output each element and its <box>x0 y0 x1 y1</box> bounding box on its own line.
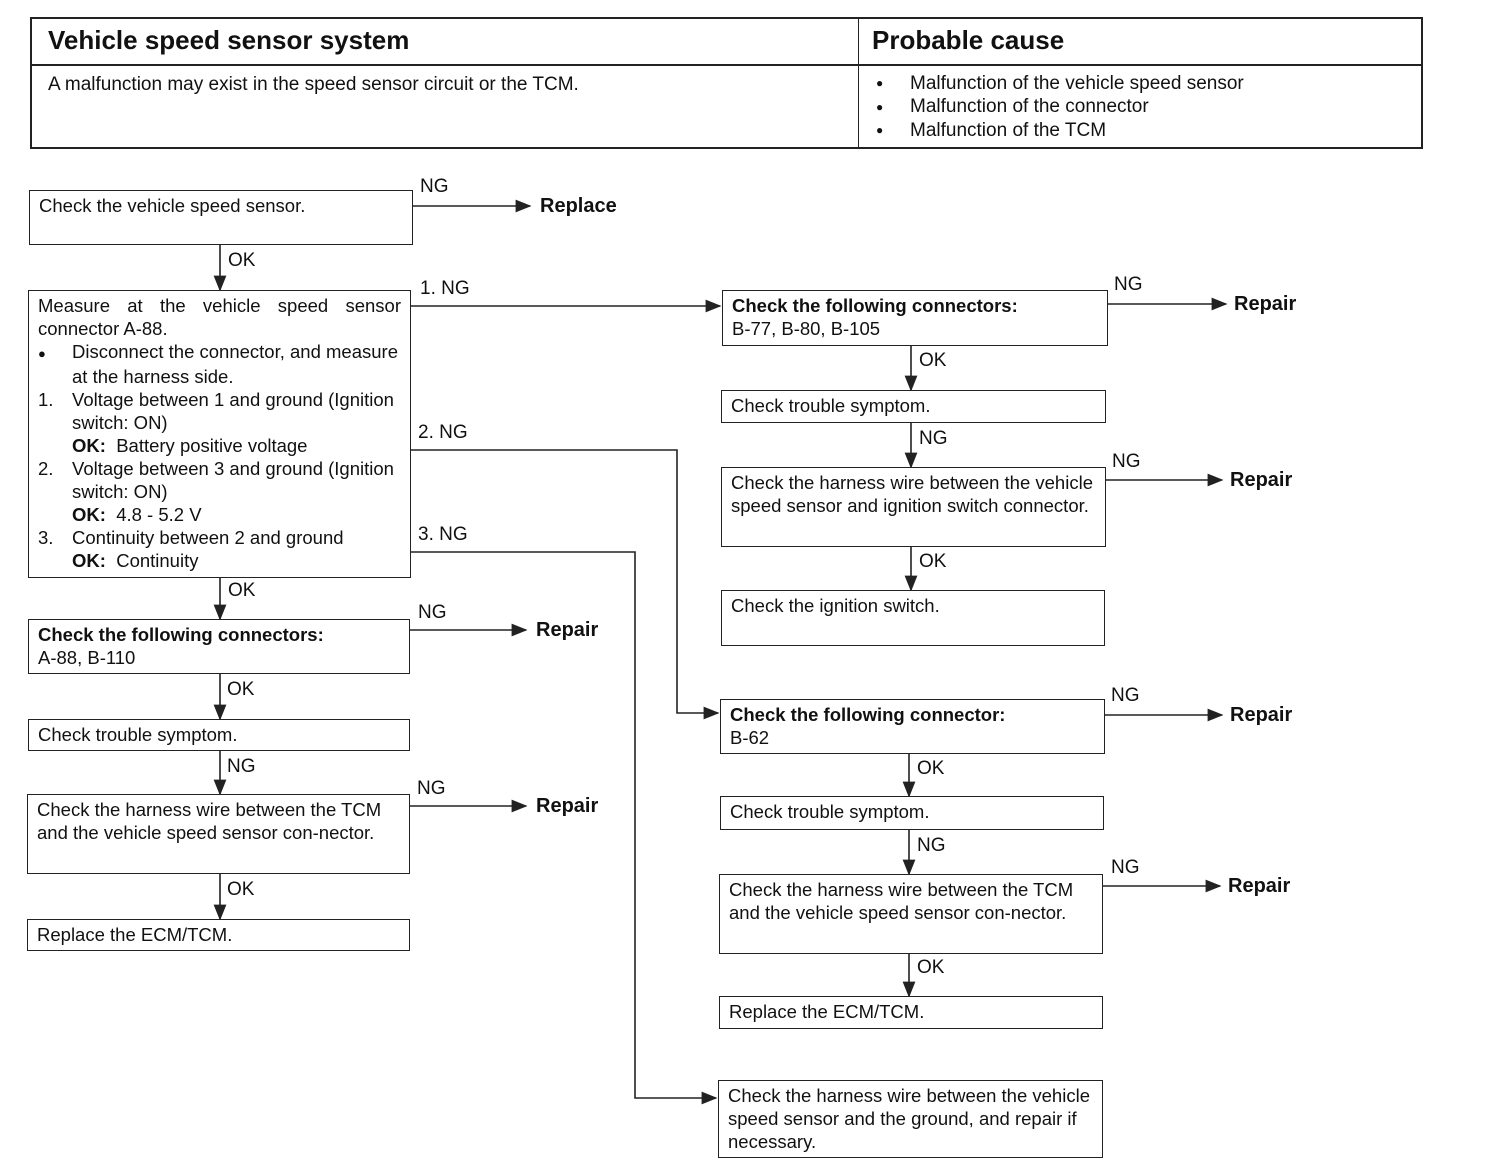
check-harness-tcm-box: Check the harness wire between the TCM a… <box>719 874 1103 954</box>
repair-result: Repair <box>1230 704 1293 726</box>
measure-bullet: ●Disconnect the connector, and measure a… <box>38 341 398 387</box>
ok-label: OK <box>919 350 947 371</box>
check-harness-tcm-box: Check the harness wire between the TCM a… <box>27 794 410 874</box>
measure-item-1: 1.Voltage between 1 and ground (Ignition… <box>38 388 394 456</box>
probable-cause-title: Probable cause <box>872 25 1065 55</box>
cause-item: Malfunction of the vehicle speed sensor <box>872 72 1244 95</box>
check-ignition-switch-box: Check the ignition switch. <box>721 590 1105 646</box>
repair-result: Repair <box>536 795 599 817</box>
ng-label: NG <box>919 428 948 449</box>
row-divider <box>32 64 1421 66</box>
step-text: Check the vehicle speed sensor. <box>39 195 306 216</box>
measure-connector-box: Measure at the vehicle speed sensor conn… <box>28 290 411 578</box>
ng-label: NG <box>917 835 946 856</box>
ng3-label: 3. NG <box>418 524 468 545</box>
bullet-icon: ● <box>38 345 46 361</box>
check-trouble-symptom-box: Check trouble symptom. <box>721 390 1106 423</box>
replace-result: Replace <box>540 195 617 217</box>
ng-label: NG <box>1111 857 1140 878</box>
replace-ecm-tcm-box: Replace the ECM/TCM. <box>27 919 410 951</box>
ng-label: NG <box>418 602 447 623</box>
ng-label: NG <box>417 778 446 799</box>
repair-result: Repair <box>1230 469 1293 491</box>
ng-label: NG <box>1112 451 1141 472</box>
check-trouble-symptom-box: Check trouble symptom. <box>28 719 410 751</box>
measure-item-2: 2.Voltage between 3 and ground (Ignition… <box>38 457 394 525</box>
ng-label: NG <box>227 756 256 777</box>
cause-list: Malfunction of the vehicle speed sensor … <box>872 72 1244 142</box>
check-harness-ground-box: Check the harness wire between the vehic… <box>718 1080 1103 1158</box>
system-title: Vehicle speed sensor system <box>48 25 410 55</box>
connector-list: A-88, B-110 <box>38 647 136 668</box>
check-vehicle-speed-sensor-box: Check the vehicle speed sensor. <box>29 190 413 245</box>
check-trouble-symptom-box: Check trouble symptom. <box>720 796 1104 830</box>
ok-label: OK <box>917 957 945 978</box>
ok-label: OK <box>917 758 945 779</box>
cause-item: Malfunction of the TCM <box>872 119 1244 142</box>
connector-check-title: Check the following connectors: <box>38 624 324 645</box>
check-connector-b62-box: Check the following connector: B-62 <box>720 699 1105 754</box>
ng-label: NG <box>420 176 449 197</box>
ng-label: NG <box>1114 274 1143 295</box>
measure-intro: Measure at the vehicle speed sensor conn… <box>38 295 401 339</box>
check-harness-ignition-box: Check the harness wire between the vehic… <box>721 467 1106 547</box>
ng-label: NG <box>1111 685 1140 706</box>
ok-label: OK <box>227 679 255 700</box>
ng2-label: 2. NG <box>418 422 468 443</box>
ok-label: OK <box>919 551 947 572</box>
replace-ecm-tcm-box: Replace the ECM/TCM. <box>719 996 1103 1029</box>
malfunction-description: A malfunction may exist in the speed sen… <box>48 74 579 95</box>
column-divider <box>858 19 859 147</box>
check-connectors-a88-box: Check the following connectors: A-88, B-… <box>28 619 410 674</box>
ng1-label: 1. NG <box>420 278 470 299</box>
check-connectors-b77-box: Check the following connectors: B-77, B-… <box>722 290 1108 346</box>
ok-label: OK <box>227 879 255 900</box>
cause-item: Malfunction of the connector <box>872 95 1244 118</box>
ok-label: OK <box>228 250 256 271</box>
repair-result: Repair <box>536 619 599 641</box>
header-table: Vehicle speed sensor system Probable cau… <box>30 17 1423 149</box>
repair-result: Repair <box>1228 875 1291 897</box>
repair-result: Repair <box>1234 293 1297 315</box>
ok-label: OK <box>228 580 256 601</box>
